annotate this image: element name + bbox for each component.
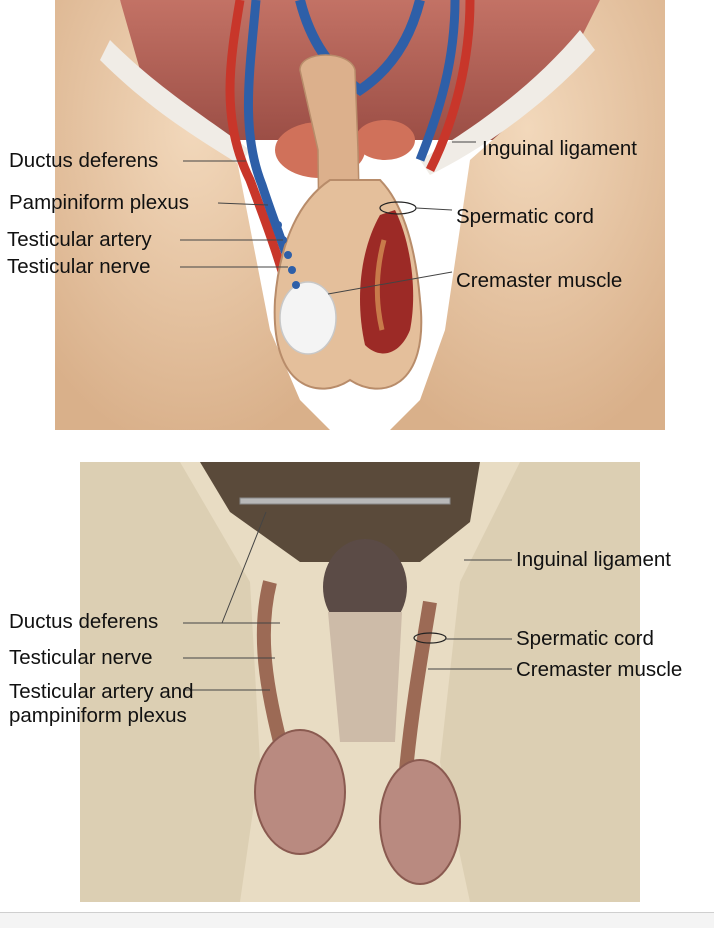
right-artery — [425, 0, 475, 173]
label-ductus-deferens: Ductus deferens — [9, 149, 159, 172]
dissection-photo — [80, 462, 640, 902]
bladder-right — [355, 120, 415, 160]
penis-specimen — [328, 612, 402, 742]
label-inguinal-ligament-photo: Inguinal ligament — [516, 548, 671, 571]
left-testis-specimen — [254, 729, 346, 855]
central-veins — [295, 0, 425, 97]
left-thigh — [55, 0, 330, 430]
label-spermatic-cord: Spermatic cord — [456, 205, 594, 228]
right-vein — [415, 0, 460, 162]
label-pampiniform-plexus: Pampiniform plexus — [9, 191, 190, 214]
abdominal-muscle — [120, 0, 600, 140]
anatomical-illustration — [0, 0, 714, 450]
right-fascia — [420, 30, 595, 175]
label-cremaster-muscle: Cremaster muscle — [456, 269, 623, 292]
label-testicular-artery-plexus-photo: Testicular artery and pampiniform plexus — [9, 680, 194, 727]
label-testicular-nerve-photo: Testicular nerve — [9, 646, 153, 669]
right-thigh-specimen — [440, 462, 640, 902]
left-thigh-specimen — [80, 462, 260, 902]
illustration-panel: Ductus deferens Pampiniform plexus Testi… — [0, 0, 714, 450]
cremaster-muscle-shape — [360, 210, 414, 354]
label-testicular-nerve: Testicular nerve — [7, 255, 151, 278]
label-cremaster-muscle-photo: Cremaster muscle — [516, 658, 683, 681]
label-ductus-deferens-photo: Ductus deferens — [9, 610, 159, 633]
dissection-photo-panel: Ductus deferens Testicular nerve Testicu… — [0, 462, 714, 912]
left-testis — [279, 281, 337, 355]
right-cord — [398, 600, 437, 783]
right-thigh — [390, 0, 665, 430]
spermatic-cord-marker-photo — [413, 632, 447, 644]
pelvic-cavity — [200, 462, 480, 562]
glans — [323, 539, 407, 635]
left-artery — [225, 0, 295, 302]
label-testicular-artery: Testicular artery — [7, 228, 152, 251]
leader-lines — [180, 141, 476, 295]
retractor-rod — [239, 497, 451, 505]
right-testis-specimen — [379, 759, 461, 885]
label-spermatic-cord-photo: Spermatic cord — [516, 627, 654, 650]
footer-bar — [0, 912, 714, 928]
label-inguinal-ligament: Inguinal ligament — [482, 137, 637, 160]
leader-lines-photo — [183, 511, 512, 691]
left-fascia — [100, 40, 250, 165]
